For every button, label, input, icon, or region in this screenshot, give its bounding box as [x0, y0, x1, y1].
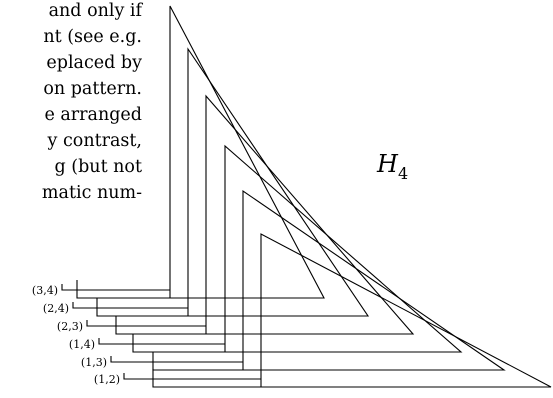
pair-label: (2,3) — [57, 320, 83, 333]
pair-label: (1,4) — [69, 338, 95, 351]
triangle-path — [110, 189, 506, 371]
text-line: matic num- — [41, 183, 142, 203]
triangle-path — [98, 144, 463, 353]
triangle-path — [61, 5, 325, 299]
text-line: g (but not — [54, 157, 143, 177]
text-line: y contrast, — [47, 131, 142, 151]
text-line: eplaced by — [46, 53, 142, 73]
pair-label: (3,4) — [32, 284, 58, 297]
triangle-path — [72, 47, 370, 317]
pair-label: (1,3) — [81, 356, 107, 369]
triangle-path — [86, 94, 415, 335]
text-line: e arranged — [44, 105, 142, 125]
text-line: nt (see e.g. — [43, 27, 142, 47]
text-line: and only if — [48, 1, 142, 21]
pair-label: (1,2) — [94, 373, 120, 386]
pair-label: (2,4) — [43, 302, 69, 315]
text-line: on pattern. — [43, 79, 142, 99]
triangle-path — [123, 233, 552, 388]
graph-label: H4 — [376, 150, 408, 183]
